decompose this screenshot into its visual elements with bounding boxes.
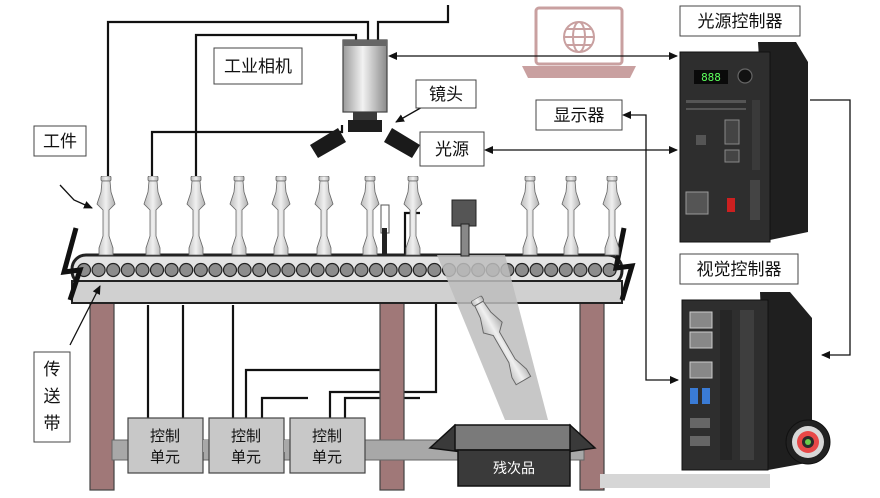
label-light-controller: 光源控制器 [679,5,801,37]
roller [149,262,165,278]
roller [573,262,588,278]
roller [529,262,544,278]
roller [193,262,208,278]
roller [106,262,121,278]
label-monitor: 显示器 [535,99,623,131]
label-vision-controller-text: 视觉控制器 [697,260,782,280]
label-light-controller-text: 光源控制器 [698,12,783,32]
label-conveyor: 传 送 带 [33,351,71,443]
label-lens-text: 镜头 [429,85,463,105]
control-unit-1-line1: 控制 [150,427,180,445]
label-workpiece-text: 工件 [43,132,77,152]
label-light: 光源 [419,131,485,167]
label-workpiece: 工件 [33,125,87,157]
industrial-camera [342,39,388,113]
roller [427,262,442,278]
roller [514,262,530,278]
roller [325,262,340,278]
reject-system [437,199,548,420]
roller [164,262,179,278]
roller [587,262,603,278]
roller [339,262,354,278]
lens [348,112,382,132]
label-camera: 工业相机 [213,47,303,85]
control-unit-3: 控制 单元 [289,417,366,474]
roller [354,262,369,278]
reject-bin-label: 残次品 [493,461,535,477]
control-unit-1-line2: 单元 [150,448,180,466]
vision-controller-device [681,292,831,471]
control-units: 控制 单元 控制 单元 控制 单元 [127,417,366,474]
light-controller-display: 888 [701,71,721,84]
roller [398,262,413,278]
roller [237,262,252,278]
roller [544,262,559,278]
label-camera-text: 工业相机 [224,57,292,77]
roller [179,262,194,278]
reject-bin: 残次品 [428,423,597,487]
roller [208,262,223,278]
control-unit-3-line1: 控制 [312,427,342,445]
roller [281,262,296,278]
control-unit-2: 控制 单元 [208,417,285,474]
roller [252,262,267,278]
label-light-text: 光源 [435,140,469,160]
label-conveyor-3: 带 [44,414,61,434]
roller [383,262,398,278]
roller [91,262,106,278]
arrow-icon [59,52,851,384]
roller [120,262,135,278]
light-controller-device: 888 [679,42,808,243]
workpieces [96,176,622,256]
label-lens: 镜头 [415,79,477,109]
roller [295,262,311,278]
roller [266,262,281,278]
laptop-icon [522,6,636,78]
roller [368,262,384,278]
roller [310,262,325,278]
light-source [310,128,420,158]
control-unit-3-line2: 单元 [312,448,342,466]
label-monitor-text: 显示器 [554,106,605,126]
roller [222,262,238,278]
roller [135,262,150,278]
roller [558,262,573,278]
label-conveyor-1: 传 [44,360,61,380]
control-unit-1: 控制 单元 [127,417,204,474]
roller [412,262,427,278]
label-conveyor-2: 送 [44,387,61,407]
control-unit-2-line2: 单元 [231,448,261,466]
label-vision-controller: 视觉控制器 [679,253,799,285]
control-unit-2-line1: 控制 [231,427,261,445]
